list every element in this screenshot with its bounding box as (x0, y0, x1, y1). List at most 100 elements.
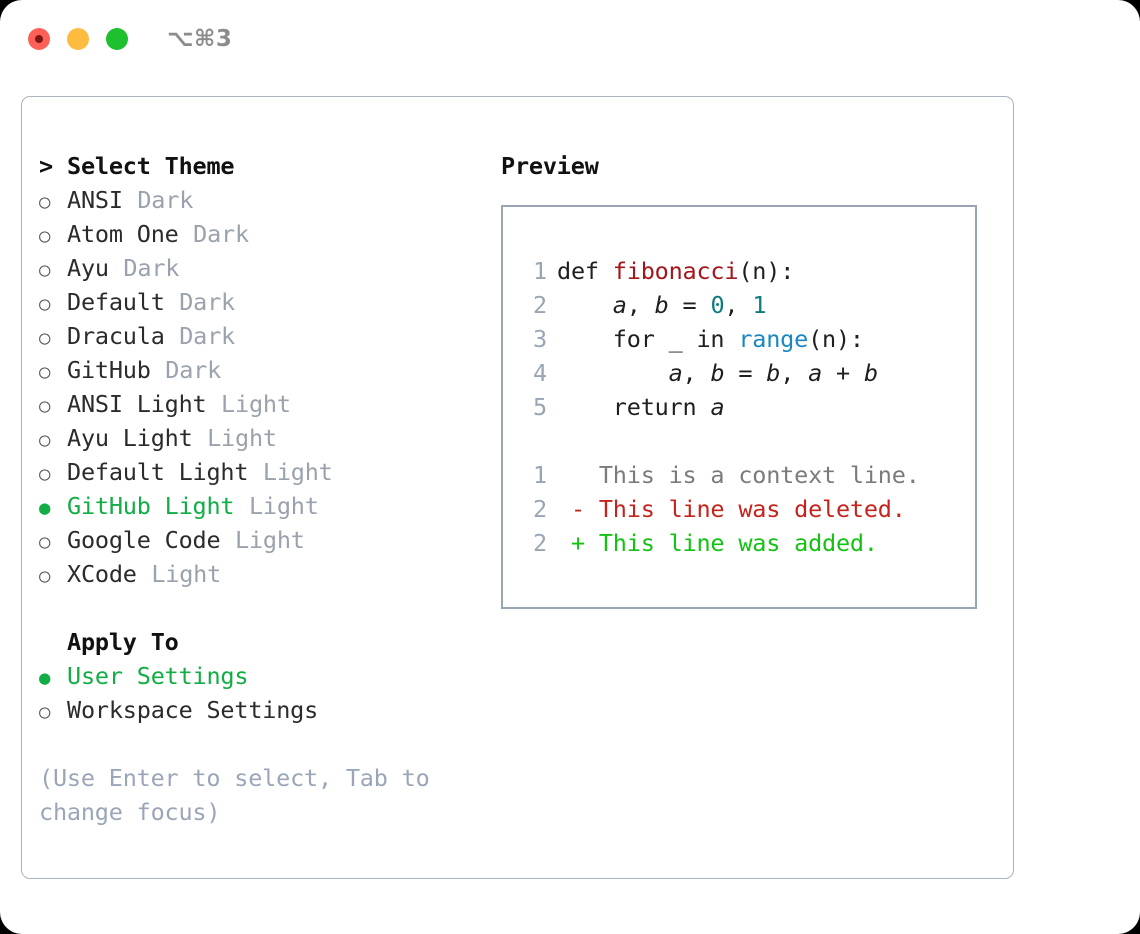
preview-title: Preview (501, 152, 599, 180)
title-bar: ⌥⌘3 (0, 0, 1140, 78)
radio-unselected-icon: ○ (39, 225, 51, 247)
code-line-content: a, b = 0, 1 (557, 288, 767, 322)
theme-option-category: Dark (123, 254, 180, 282)
diff-line-content: - This line was deleted. (557, 495, 906, 523)
minimize-window-button[interactable] (67, 28, 89, 50)
apply-to-option-workspace-settings[interactable]: ○Workspace Settings (39, 693, 489, 727)
code-line-number: 1 (533, 257, 547, 285)
apply-to-list: ● User Settings ○Workspace Settings (39, 659, 489, 727)
theme-option-category: Dark (137, 186, 194, 214)
code-line-content: a, b = b, a + b (557, 356, 878, 390)
theme-option-category: Light (207, 424, 277, 452)
radio-unselected-icon: ○ (39, 701, 51, 723)
code-token-var: a (710, 393, 725, 421)
code-line-number: 3 (533, 325, 547, 353)
theme-option-github[interactable]: ○ GitHub Dark (39, 353, 489, 387)
theme-option-label: ANSI Light (67, 390, 207, 418)
code-token-var: a (612, 291, 627, 319)
diff-line-content: + This line was added. (557, 529, 878, 557)
code-token-var: b (710, 359, 725, 387)
theme-option-label: Dracula (67, 322, 165, 350)
code-line-number: 4 (533, 359, 547, 387)
code-token-plain: , (626, 291, 655, 319)
code-line: 3 for _ in range(n): (517, 322, 975, 356)
theme-option-category: Light (248, 492, 319, 520)
code-line-number: 5 (533, 393, 547, 421)
code-token-fn: fibonacci (612, 257, 739, 285)
theme-option-category: Dark (179, 322, 235, 350)
code-token-num: 0 (710, 291, 725, 319)
theme-option-ansi[interactable]: ○ ANSI Dark (39, 183, 489, 217)
theme-option-category: Dark (165, 356, 222, 384)
theme-option-label: Ayu Light (67, 424, 193, 452)
apply-to-header: > Apply To (39, 625, 489, 659)
theme-option-atom-one[interactable]: ○ Atom One Dark (39, 217, 489, 251)
radio-unselected-icon: ○ (39, 327, 51, 349)
diff-line-deleted: 2 - This line was deleted. (517, 492, 975, 526)
theme-option-category: Dark (193, 220, 249, 248)
maximize-window-button[interactable] (106, 28, 128, 50)
radio-unselected-icon: ○ (39, 259, 51, 281)
code-token-plain: + (822, 359, 864, 387)
help-hint-text: (Use Enter to select, Tab to change focu… (39, 764, 430, 826)
theme-option-label: Ayu (67, 254, 109, 282)
diff-line-number: 2 (533, 495, 547, 523)
code-line: 4 a, b = b, a + b (517, 356, 975, 390)
theme-option-ayu-light[interactable]: ○ Ayu Light Light (39, 421, 489, 455)
apply-to-option-user-settings[interactable]: ● User Settings (39, 659, 489, 693)
code-token-num: 1 (752, 291, 767, 319)
theme-option-label: GitHub (67, 356, 151, 384)
code-token-var: b (766, 359, 781, 387)
theme-option-category: Dark (179, 288, 235, 316)
section-spacer (39, 591, 489, 625)
theme-option-category: Light (262, 458, 333, 486)
theme-option-dracula[interactable]: ○ Dracula Dark (39, 319, 489, 353)
code-token-var: b (654, 291, 669, 319)
theme-option-label: Default Light (67, 458, 249, 486)
code-token-plain: , (780, 359, 809, 387)
code-token-kw: def (557, 257, 613, 285)
radio-unselected-icon: ○ (39, 361, 51, 383)
apply-to-option-label: User Settings (67, 662, 249, 690)
radio-unselected-icon: ○ (39, 191, 51, 213)
radio-selected-icon: ● (39, 497, 51, 519)
code-token-plain (557, 291, 613, 319)
theme-option-category: Light (151, 560, 222, 588)
code-line-content: def fibonacci(n): (557, 254, 794, 288)
close-window-button[interactable] (28, 28, 50, 50)
caret-icon: > (39, 152, 53, 180)
code-diff-spacer (517, 424, 975, 458)
radio-unselected-icon: ○ (39, 565, 51, 587)
radio-unselected-icon: ○ (39, 395, 51, 417)
diff-sample: 1 This is a context line.2 - This line w… (517, 458, 975, 560)
code-token-plain: = (724, 359, 767, 387)
code-token-plain (557, 359, 669, 387)
code-token-var: a (808, 359, 823, 387)
code-line-content: return a (557, 390, 725, 424)
code-token-plain: , (682, 359, 711, 387)
radio-unselected-icon: ○ (39, 429, 51, 451)
code-token-plain: for _ in (557, 325, 739, 353)
theme-option-label: ANSI (67, 186, 123, 214)
diff-line-added: 2 + This line was added. (517, 526, 975, 560)
code-line-number: 2 (533, 291, 547, 319)
code-token-plain: return (557, 393, 711, 421)
apply-to-header-label: Apply To (67, 628, 179, 656)
theme-option-label: Atom One (67, 220, 179, 248)
theme-option-ayu[interactable]: ○ Ayu Dark (39, 251, 489, 285)
radio-selected-icon: ● (39, 667, 51, 689)
theme-option-label: Default (67, 288, 165, 316)
select-theme-header: > Select Theme (39, 149, 489, 183)
code-line: 2 a, b = 0, 1 (517, 288, 975, 322)
